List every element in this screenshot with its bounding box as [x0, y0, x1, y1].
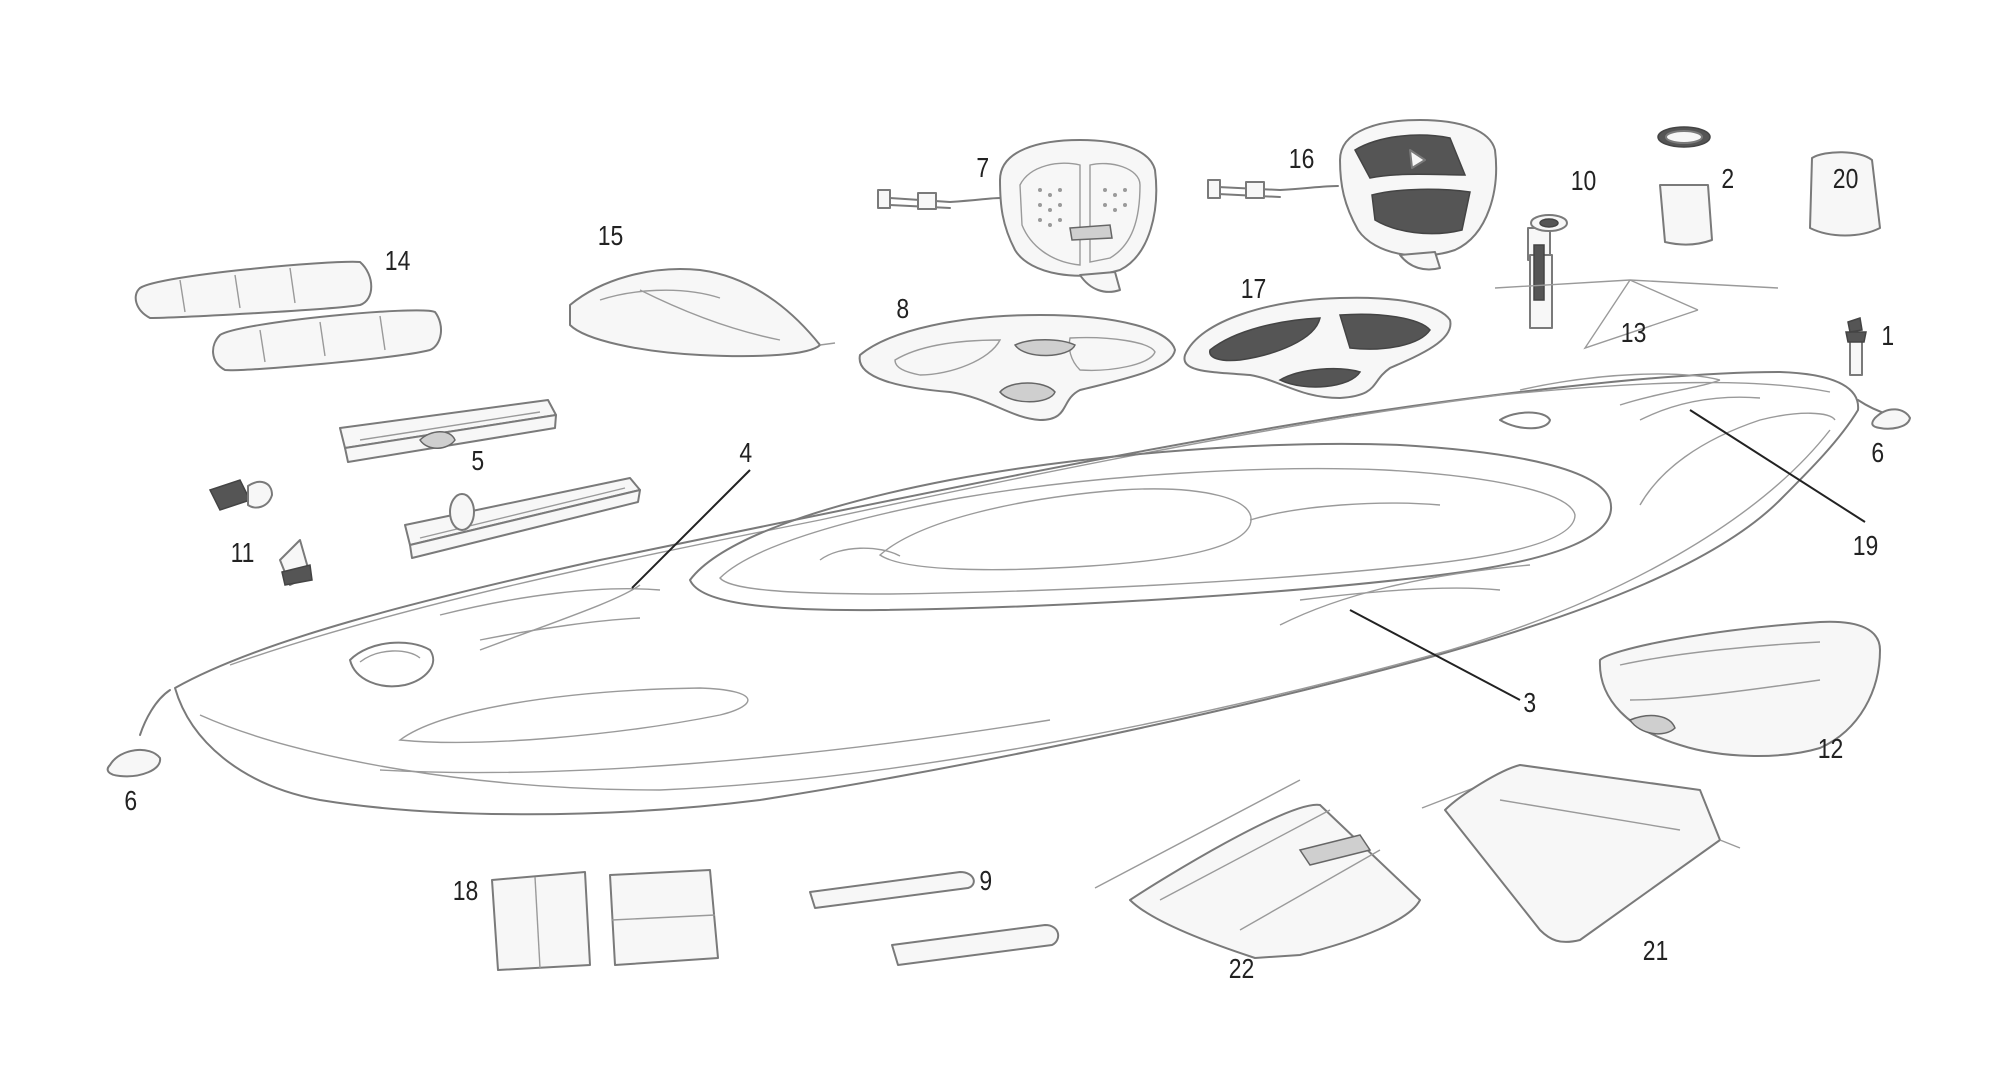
callout-13: 13 [1621, 318, 1647, 349]
callout-19: 19 [1853, 531, 1879, 562]
cockpit-cover-15 [569, 268, 836, 358]
rail-14 [134, 260, 442, 372]
callout-10: 10 [1571, 166, 1597, 197]
callout-2: 2 [1721, 164, 1734, 195]
callout-18: 18 [453, 876, 479, 907]
rod-holder-10 [1527, 214, 1568, 329]
callout-20: 20 [1833, 164, 1859, 195]
kayak-hull [106, 317, 1911, 816]
scupper-plug-20 [1809, 151, 1881, 237]
leader-lines [631, 409, 1866, 701]
foam-bar-9 [809, 871, 1060, 966]
accessory-track-5-lower [404, 477, 641, 559]
track-mount-11 [208, 479, 313, 586]
callout-17: 17 [1241, 274, 1267, 305]
callout-9: 9 [979, 866, 992, 897]
callout-15: 15 [598, 221, 624, 252]
callout-3: 3 [1523, 688, 1536, 719]
callout-16: 16 [1289, 144, 1315, 175]
callout-21: 21 [1643, 936, 1669, 967]
leader-4 [631, 469, 751, 589]
seat-cushion-8 [858, 314, 1176, 421]
seat-frame-22 [1094, 779, 1421, 959]
callout-6-stern: 6 [1871, 438, 1884, 469]
storage-cover-12 [1598, 620, 1881, 757]
callout-12: 12 [1818, 734, 1844, 765]
callout-11: 11 [231, 538, 255, 569]
callout-1: 1 [1881, 321, 1894, 352]
callout-22: 22 [1229, 954, 1255, 985]
callout-4: 4 [739, 438, 752, 469]
seat-back-16 [1207, 119, 1498, 271]
callout-7: 7 [976, 153, 989, 184]
foam-block-18 [491, 869, 719, 971]
seat-frame-21 [1421, 764, 1741, 943]
callout-numbers: 1 2 3 4 5 6 6 7 8 9 10 11 12 13 14 15 16… [124, 144, 1894, 985]
seat-back-7-grip-dots [1038, 188, 1127, 227]
callout-6-bow: 6 [124, 786, 137, 817]
seat-back-7 [877, 139, 1158, 293]
callout-8: 8 [896, 294, 909, 325]
leader-3 [1349, 609, 1521, 701]
accessory-track-5-upper [339, 399, 557, 463]
callout-5: 5 [471, 446, 484, 477]
sun-shade-13 [1494, 279, 1779, 350]
seat-cushion-17 [1183, 296, 1452, 399]
leader-19 [1689, 409, 1866, 523]
callout-14: 14 [385, 246, 411, 277]
hatch-cover-2 [1657, 126, 1713, 246]
